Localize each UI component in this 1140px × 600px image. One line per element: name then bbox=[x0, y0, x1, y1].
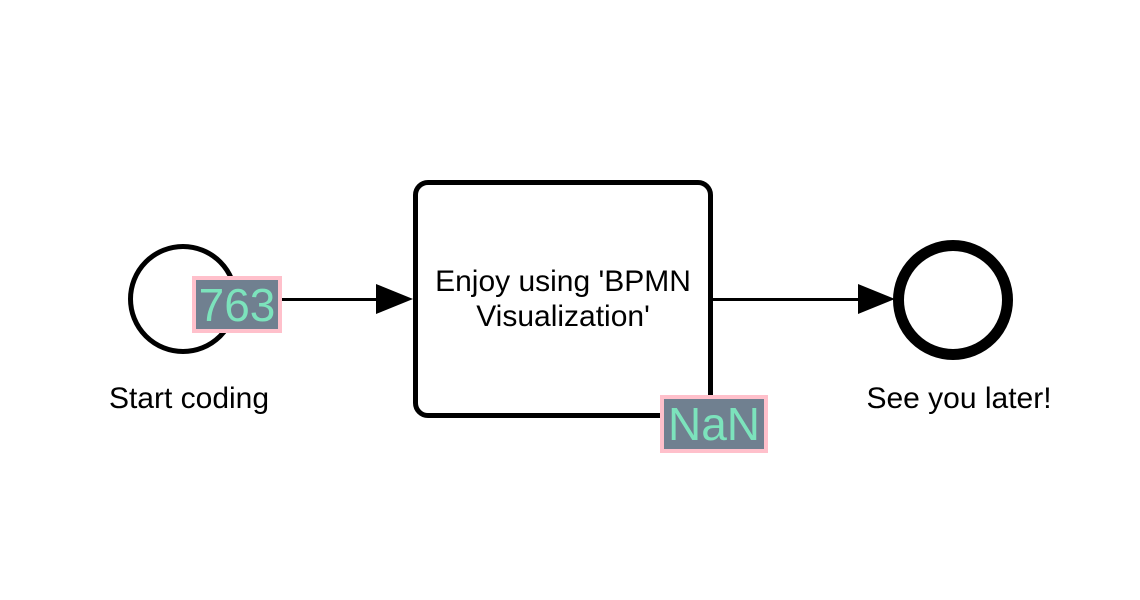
arrowhead-icon bbox=[376, 284, 413, 314]
overlay-badge-start-event[interactable]: 763 bbox=[192, 276, 282, 333]
end-event-circle[interactable] bbox=[893, 240, 1013, 360]
sequence-flow-task-to-end[interactable] bbox=[713, 298, 860, 301]
overlay-badge-task[interactable]: NaN bbox=[660, 395, 768, 453]
start-event-label: Start coding bbox=[108, 382, 270, 415]
task-label: Enjoy using 'BPMN Visualization' bbox=[435, 265, 691, 333]
sequence-flow-start-to-task[interactable] bbox=[238, 298, 378, 301]
task-shape[interactable]: Enjoy using 'BPMN Visualization' bbox=[413, 180, 713, 418]
end-event-label: See you later! bbox=[866, 382, 1052, 415]
start-event-circle[interactable] bbox=[128, 244, 238, 354]
arrowhead-icon bbox=[858, 284, 895, 314]
